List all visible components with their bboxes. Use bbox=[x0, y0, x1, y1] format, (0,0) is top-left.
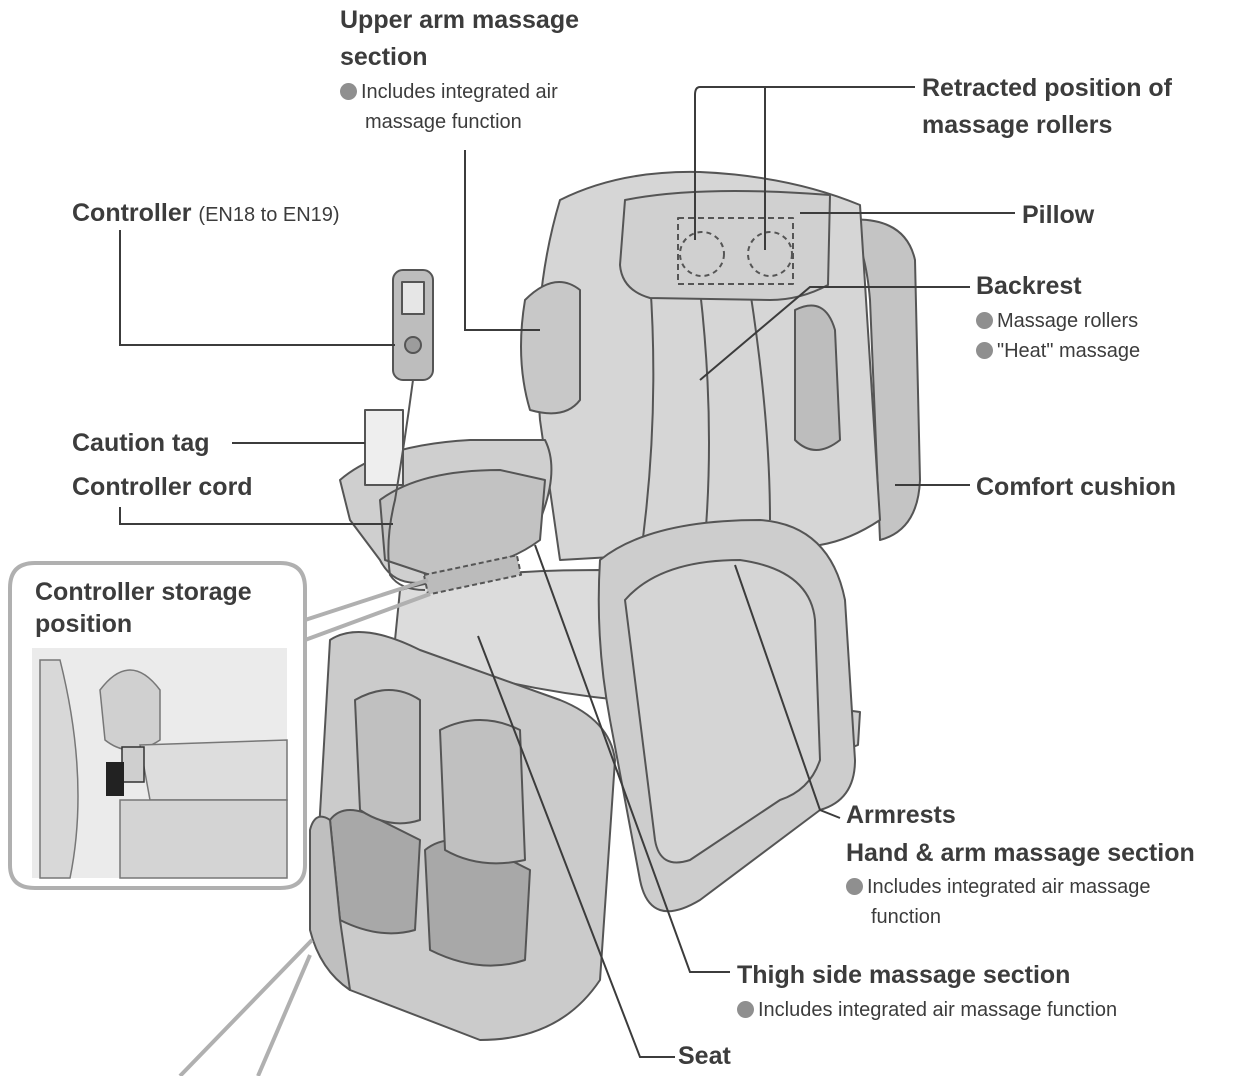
leader-retracted-1 bbox=[694, 86, 915, 240]
label-upper-arm-title-1: Upper arm massage bbox=[340, 6, 580, 34]
label-pillow: Pillow bbox=[1022, 201, 1095, 229]
note-upper-arm-1-text: Includes integrated air bbox=[361, 81, 558, 103]
note-backrest-2: "Heat" massage bbox=[976, 337, 1140, 366]
foot-front-panel bbox=[309, 815, 351, 991]
left-armrest-pad bbox=[379, 469, 546, 576]
remote-screen bbox=[401, 281, 425, 315]
label-controller: Controller (EN18 to EN19) bbox=[72, 195, 340, 233]
note-backrest-1-text: Massage rollers bbox=[997, 310, 1139, 332]
remote-dial bbox=[404, 336, 422, 354]
label-upper-arm-title-2: section bbox=[340, 43, 428, 71]
leader-seat bbox=[477, 635, 675, 1058]
backrest-stripe-1 bbox=[639, 279, 655, 561]
bottom-leader-right bbox=[256, 954, 312, 1076]
leader-armrests bbox=[734, 564, 841, 819]
label-controller-models: (EN18 to EN19) bbox=[198, 204, 340, 226]
backrest-stripe-3 bbox=[749, 289, 771, 521]
label-comfort-cushion: Comfort cushion bbox=[976, 473, 1176, 501]
bullet-dot-icon bbox=[340, 83, 357, 100]
label-retracted-2: massage rollers bbox=[922, 111, 1113, 139]
label-retracted-1: Retracted position of bbox=[922, 74, 1173, 102]
note-hand-arm-1-text: Includes integrated air massage bbox=[867, 876, 1151, 898]
note-backrest-2-text: "Heat" massage bbox=[997, 340, 1141, 362]
leader-cord bbox=[119, 507, 393, 525]
label-storage-2: position bbox=[35, 610, 133, 638]
calf-pad-right bbox=[439, 719, 526, 865]
label-seat: Seat bbox=[678, 1042, 731, 1070]
label-thigh: Thigh side massage section bbox=[737, 961, 1071, 989]
note-hand-arm-1: Includes integrated air massage bbox=[846, 873, 1151, 902]
storage-inset bbox=[8, 561, 431, 890]
backrest-stripe-2 bbox=[699, 289, 710, 541]
upper-arm-pad-right bbox=[794, 304, 841, 451]
leader-backrest bbox=[699, 286, 970, 381]
bullet-dot-icon bbox=[737, 1001, 754, 1018]
note-hand-arm-2: function bbox=[871, 906, 942, 928]
massage-roller-dashed-icon bbox=[679, 231, 725, 277]
label-backrest: Backrest bbox=[976, 272, 1082, 300]
note-upper-arm-1: Includes integrated air bbox=[340, 78, 558, 107]
label-controller-text: Controller bbox=[72, 199, 192, 227]
label-storage-1: Controller storage bbox=[35, 578, 252, 606]
controller-storage-slot bbox=[422, 554, 523, 596]
bullet-dot-icon bbox=[976, 342, 993, 359]
leader-lines bbox=[119, 86, 1015, 1058]
pillow-shape bbox=[619, 190, 831, 301]
massage-roller-dashed-icon bbox=[747, 231, 793, 277]
label-caution-tag: Caution tag bbox=[72, 429, 210, 457]
label-armrests: Armrests bbox=[846, 801, 956, 829]
bullet-dot-icon bbox=[976, 312, 993, 329]
right-armrest-inner bbox=[624, 559, 821, 864]
note-thigh-text: Includes integrated air massage function bbox=[758, 999, 1118, 1021]
upper-arm-pad-left bbox=[520, 281, 581, 415]
note-thigh: Includes integrated air massage function bbox=[737, 996, 1117, 1025]
leg-cushion-left bbox=[329, 809, 421, 935]
bottom-leader-left bbox=[178, 938, 314, 1076]
calf-pad-left bbox=[354, 689, 421, 825]
leader-controller bbox=[119, 230, 395, 346]
bullet-dot-icon bbox=[846, 878, 863, 895]
label-controller-cord: Controller cord bbox=[72, 473, 253, 501]
note-backrest-1: Massage rollers bbox=[976, 307, 1138, 336]
caution-tag-shape bbox=[364, 409, 404, 486]
label-hand-arm: Hand & arm massage section bbox=[846, 839, 1195, 867]
leader-upper-arm bbox=[464, 150, 540, 331]
note-upper-arm-2: massage function bbox=[365, 111, 522, 133]
leader-thigh bbox=[534, 544, 730, 973]
controller-cord-line bbox=[387, 379, 426, 591]
